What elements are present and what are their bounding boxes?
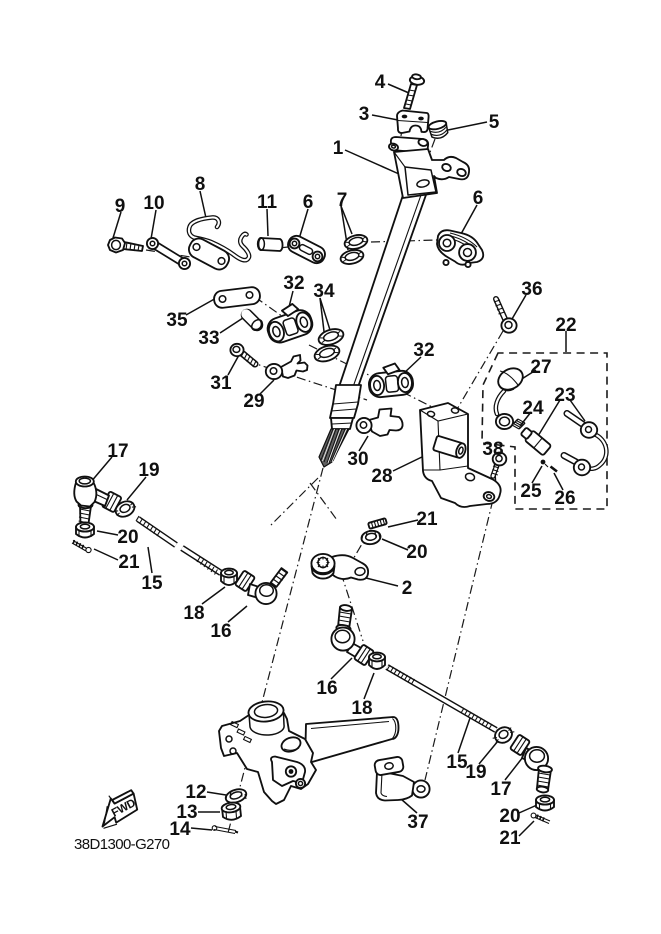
svg-text:1: 1 — [333, 138, 344, 159]
svg-text:29: 29 — [243, 391, 264, 412]
svg-text:36: 36 — [521, 279, 542, 300]
svg-text:25: 25 — [520, 481, 542, 502]
svg-text:34: 34 — [313, 281, 335, 302]
svg-text:20: 20 — [117, 527, 138, 548]
svg-text:21: 21 — [499, 828, 521, 849]
svg-text:38: 38 — [482, 439, 503, 460]
svg-text:16: 16 — [316, 678, 337, 699]
svg-text:23: 23 — [554, 385, 575, 406]
svg-text:24: 24 — [522, 398, 544, 419]
svg-text:26: 26 — [554, 488, 575, 509]
svg-text:12: 12 — [185, 782, 206, 803]
svg-text:4: 4 — [375, 72, 386, 93]
svg-text:35: 35 — [166, 310, 188, 331]
svg-text:28: 28 — [371, 466, 392, 487]
svg-text:7: 7 — [337, 190, 348, 211]
svg-text:21: 21 — [118, 552, 140, 573]
svg-text:19: 19 — [138, 460, 159, 481]
svg-text:6: 6 — [473, 188, 484, 209]
svg-text:37: 37 — [407, 812, 428, 833]
svg-text:2: 2 — [402, 578, 413, 599]
svg-text:27: 27 — [530, 357, 551, 378]
svg-text:16: 16 — [210, 621, 231, 642]
svg-text:13: 13 — [176, 802, 197, 823]
svg-text:31: 31 — [210, 373, 232, 394]
svg-text:15: 15 — [446, 752, 468, 773]
svg-text:15: 15 — [141, 573, 163, 594]
svg-text:22: 22 — [555, 315, 576, 336]
svg-text:6: 6 — [303, 192, 314, 213]
svg-text:32: 32 — [413, 340, 434, 361]
svg-text:17: 17 — [107, 441, 128, 462]
svg-text:9: 9 — [115, 196, 126, 217]
svg-text:32: 32 — [283, 273, 304, 294]
svg-text:33: 33 — [198, 328, 219, 349]
svg-text:3: 3 — [359, 104, 370, 125]
svg-text:17: 17 — [490, 779, 511, 800]
svg-text:30: 30 — [347, 449, 368, 470]
svg-text:21: 21 — [416, 509, 438, 530]
svg-text:19: 19 — [465, 762, 486, 783]
svg-text:8: 8 — [195, 174, 206, 195]
svg-text:20: 20 — [406, 542, 427, 563]
svg-text:10: 10 — [143, 193, 164, 214]
svg-text:20: 20 — [499, 806, 520, 827]
svg-text:5: 5 — [489, 112, 500, 133]
svg-text:18: 18 — [183, 603, 204, 624]
svg-text:11: 11 — [257, 192, 278, 213]
svg-text:14: 14 — [169, 819, 191, 840]
svg-text:18: 18 — [351, 698, 372, 719]
svg-text:38D1300-G270: 38D1300-G270 — [74, 836, 170, 853]
